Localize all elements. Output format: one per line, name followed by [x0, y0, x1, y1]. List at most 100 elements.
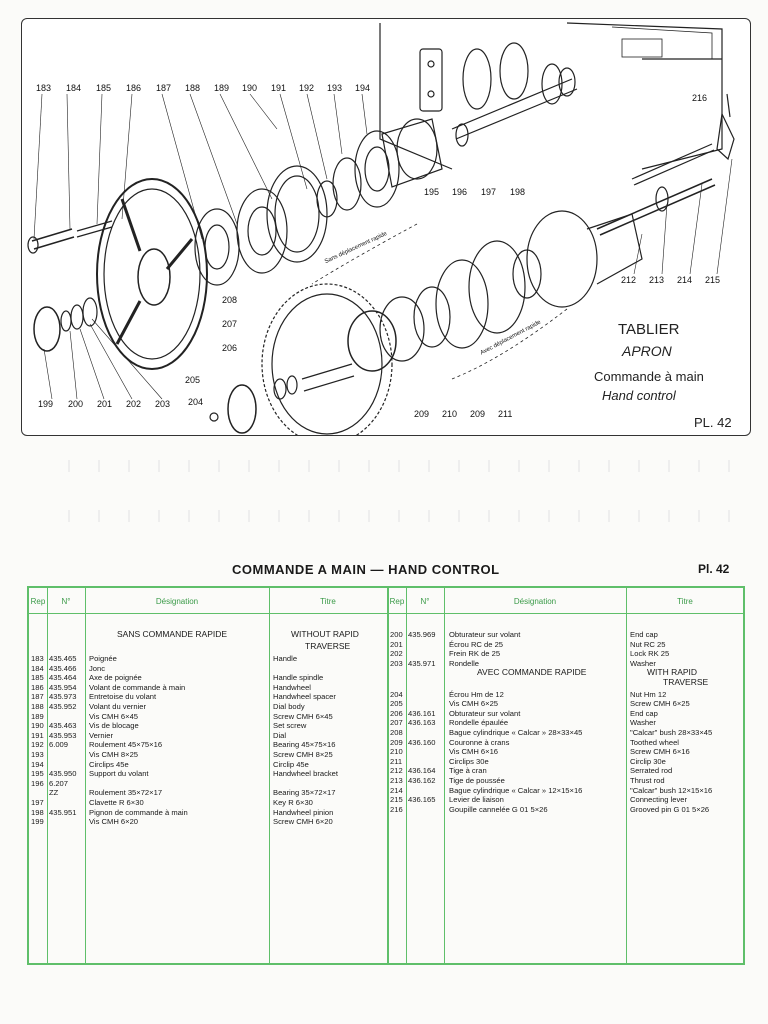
cell-no: 435.466	[49, 663, 77, 673]
left-section-en-1: WITHOUT RAPID	[291, 629, 359, 639]
callout-204: 204	[188, 397, 204, 407]
header-rep-right: Rep	[389, 597, 405, 606]
cell-rep: 202	[390, 649, 403, 659]
right-section-en-2: TRAVERSE	[663, 677, 709, 687]
cell-tit: Handwheel	[273, 682, 311, 692]
plate-reference: Pl. 42	[698, 562, 730, 576]
diagram-subtitle-fr: Commande à main	[594, 369, 704, 384]
cell-tit: End cap	[630, 708, 658, 718]
cell-des: Tige de poussée	[449, 776, 505, 785]
cell-des: Obturateur sur volant	[449, 630, 521, 639]
cell-rep: 197	[31, 798, 44, 807]
bleed-through-line	[40, 510, 730, 522]
parts-table: Rep N° Désignation Titre Rep N° Désignat…	[27, 586, 745, 965]
cell-des: Couronne à crans	[449, 737, 510, 747]
cell-rep: 186	[31, 682, 44, 692]
cell-no: 435.969	[408, 630, 436, 639]
header-titre-left: Titre	[320, 597, 336, 606]
cell-tit: Screw CMH 6×25	[630, 699, 690, 709]
cell-rep: 205	[390, 699, 403, 709]
cell-tit: Nut RC 25	[630, 639, 666, 649]
cell-tit: Bearing 45×75×16	[273, 740, 336, 750]
cell-des: Écrou Hm de 12	[449, 689, 504, 699]
callout-210: 210	[442, 409, 458, 419]
cell-no: 435.954	[49, 682, 77, 692]
cell-des: Bague cylindrique « Calcar » 12×15×16	[449, 785, 583, 795]
cell-no: 435.952	[49, 702, 77, 711]
cell-rep: 201	[390, 639, 403, 649]
cell-des: Support du volant	[89, 769, 149, 779]
callout-206: 206	[222, 343, 238, 353]
callout-186: 186	[126, 83, 142, 93]
callout-195: 195	[424, 187, 440, 197]
cell-tit: Handwheel spacer	[273, 692, 336, 702]
cell-tit: Handle spindle	[273, 673, 324, 683]
cell-des: Jonc	[89, 663, 106, 673]
cell-rep: 216	[390, 804, 403, 814]
cell-tit: Lock RK 25	[630, 649, 670, 659]
callout-184: 184	[66, 83, 82, 93]
cell-tit: Screw CMH 6×20	[273, 817, 333, 827]
cell-des: Rondelle épaulée	[449, 718, 509, 728]
cell-rep: 213	[390, 776, 403, 785]
cell-des: Circlips 30e	[449, 756, 489, 766]
callout-192: 192	[299, 83, 315, 93]
cell-des: Vis CMH 8×25	[89, 750, 139, 759]
callout-213: 213	[649, 275, 665, 285]
cell-rep: 195	[31, 769, 44, 779]
cell-rep: 194	[31, 759, 44, 769]
callout-198: 198	[510, 187, 526, 197]
callout-214: 214	[677, 275, 693, 285]
cell-des: Volant du vernier	[89, 702, 146, 711]
cell-tit: Dial body	[273, 702, 305, 711]
callout-190: 190	[242, 83, 258, 93]
cell-tit: Serrated rod	[630, 766, 673, 776]
cell-no: 6.207	[49, 778, 69, 788]
callout-201: 201	[97, 399, 113, 409]
cell-tit: Circlip 45e	[273, 759, 309, 769]
cell-no: 435.465	[49, 654, 77, 663]
cell-rep: 207	[390, 718, 403, 728]
cell-no: 435.973	[49, 692, 77, 702]
callout-200: 200	[68, 399, 84, 409]
cell-tit: Handle	[273, 654, 298, 663]
cell-no: 436.161	[408, 708, 436, 718]
cell-des: Axe de poignée	[89, 673, 142, 683]
cell-no: 436.163	[408, 718, 436, 728]
diagram-title-fr: TABLIER	[618, 321, 680, 338]
cell-tit: Washer	[630, 718, 656, 728]
cell-rep: 192	[31, 740, 44, 750]
header-designation-right: Désignation	[513, 597, 557, 606]
callout-209b: 209	[470, 409, 486, 419]
callout-196: 196	[452, 187, 468, 197]
cell-rep: 196	[31, 778, 44, 788]
cell-des: Vernier	[89, 730, 114, 740]
cell-tit: Screw CMH 6×45	[273, 711, 333, 721]
cell-rep: 190	[31, 721, 44, 731]
cell-rep: 214	[390, 785, 403, 795]
cell-rep: 208	[390, 728, 403, 737]
callout-188: 188	[185, 83, 201, 93]
cell-des: Vis CMH 6×45	[89, 711, 139, 721]
left-section-fr: SANS COMMANDE RAPIDE	[117, 629, 228, 639]
callout-211: 211	[498, 409, 513, 419]
cell-des: Rondelle	[449, 658, 479, 668]
left-section-en-2: TRAVERSE	[305, 641, 351, 651]
cell-rep: 198	[31, 807, 44, 817]
cell-tit: Thrust rod	[630, 776, 665, 785]
cell-rep: 187	[31, 692, 44, 702]
cell-rep: 193	[31, 750, 44, 759]
right-section-en-1: WITH RAPID	[647, 667, 698, 678]
cell-rep: 199	[31, 817, 44, 827]
cell-rep: 203	[390, 658, 403, 668]
cell-no: 436.164	[408, 766, 436, 776]
callout-207: 207	[222, 319, 238, 329]
cell-rep: 185	[31, 673, 44, 683]
cell-tit: Toothed wheel	[630, 737, 679, 747]
cell-no: 435.953	[49, 730, 77, 740]
cell-rep: 210	[390, 747, 403, 757]
cell-no: ZZ	[49, 788, 59, 798]
cell-tit: Washer	[630, 658, 656, 668]
callout-208: 208	[222, 295, 238, 305]
cell-no: 6.009	[49, 740, 69, 750]
